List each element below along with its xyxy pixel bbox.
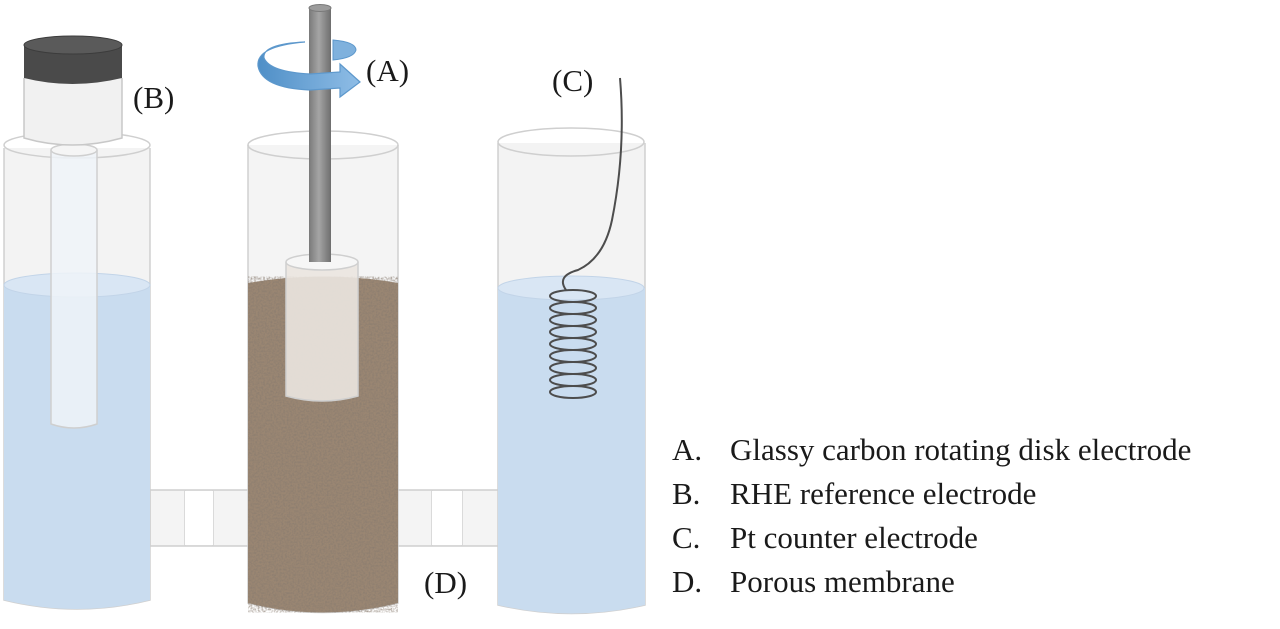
- legend-key: B.: [672, 476, 701, 511]
- porous-membrane: [396, 489, 500, 547]
- legend-key: D.: [672, 564, 703, 599]
- legend-item: A. Glassy carbon rotating disk electrode: [672, 428, 1191, 472]
- label-c: (C): [552, 63, 593, 98]
- right-electrolyte: [498, 281, 645, 614]
- legend-text: RHE reference electrode: [730, 476, 1037, 511]
- rotation-arrow-icon: [257, 39, 361, 99]
- legend-item: B. RHE reference electrode: [672, 472, 1191, 516]
- label-d: (D): [424, 565, 467, 600]
- electrode-cap: [24, 45, 122, 84]
- legend-item: D. Porous membrane: [672, 560, 1191, 604]
- legend-text: Glassy carbon rotating disk electrode: [730, 432, 1192, 467]
- legend: A.Glassy carbon rotating disk electrode …: [672, 428, 1191, 604]
- legend-text: Pt counter electrode: [730, 520, 978, 555]
- rhe-reference-electrode: [23, 35, 123, 429]
- legend-key: C.: [672, 520, 701, 555]
- membrane-tube-left: [149, 489, 251, 547]
- electrode-shaft: [309, 8, 331, 262]
- legend-key: A.: [672, 432, 703, 467]
- rotating-disk-electrode: [285, 4, 359, 402]
- label-b: (B): [133, 80, 174, 115]
- label-a: (A): [366, 53, 409, 88]
- pt-counter-electrode: [549, 77, 623, 399]
- right-cylinder: [497, 127, 646, 615]
- left-electrolyte: [4, 277, 150, 609]
- legend-item: C. Pt counter electrode: [672, 516, 1191, 560]
- legend-text: Porous membrane: [730, 564, 955, 599]
